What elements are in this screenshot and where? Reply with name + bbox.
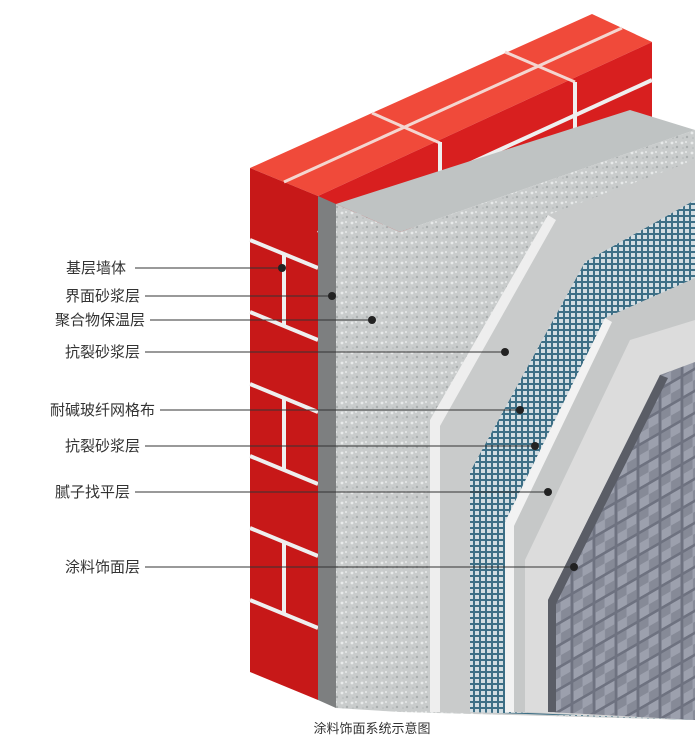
brick-front-joints <box>249 238 319 630</box>
leader-dot-mesh <box>516 406 524 414</box>
insulation-front <box>336 204 400 712</box>
insulation-top <box>336 110 695 232</box>
label-anti-crack-mortar-1: 抗裂砂浆层 <box>65 343 140 361</box>
label-putty-levelling: 腻子找平层 <box>55 483 130 501</box>
label-polymer-insulation: 聚合物保温层 <box>55 311 145 329</box>
label-anti-crack-mortar-2: 抗裂砂浆层 <box>65 437 140 455</box>
leader-dot-insulation <box>368 316 376 324</box>
label-paint-finish: 涂料饰面层 <box>65 558 140 576</box>
layer-labels: 基层墙体 界面砂浆层 聚合物保温层 抗裂砂浆层 耐碱玻纤网格布 抗裂砂浆层 腻子… <box>50 259 155 576</box>
leader-dot-interface <box>328 292 336 300</box>
anti-crack-mortar-1-edge <box>430 215 556 712</box>
leader-dot-anti-crack-1 <box>501 348 509 356</box>
leader-dot-base-wall <box>278 264 286 272</box>
leader-dot-anti-crack-2 <box>531 442 539 450</box>
leader-dot-putty <box>544 488 552 496</box>
leader-lines <box>135 264 578 571</box>
leader-dot-paint <box>570 563 578 571</box>
diagram-caption: 涂料饰面系统示意图 <box>313 721 430 737</box>
label-base-wall: 基层墙体 <box>66 259 126 277</box>
label-fiberglass-mesh: 耐碱玻纤网格布 <box>50 401 155 419</box>
interface-mortar-layer <box>318 196 336 708</box>
brick-top-joints <box>283 26 623 184</box>
label-interface-mortar: 界面砂浆层 <box>65 287 140 305</box>
paint-finish-layer <box>548 362 695 720</box>
